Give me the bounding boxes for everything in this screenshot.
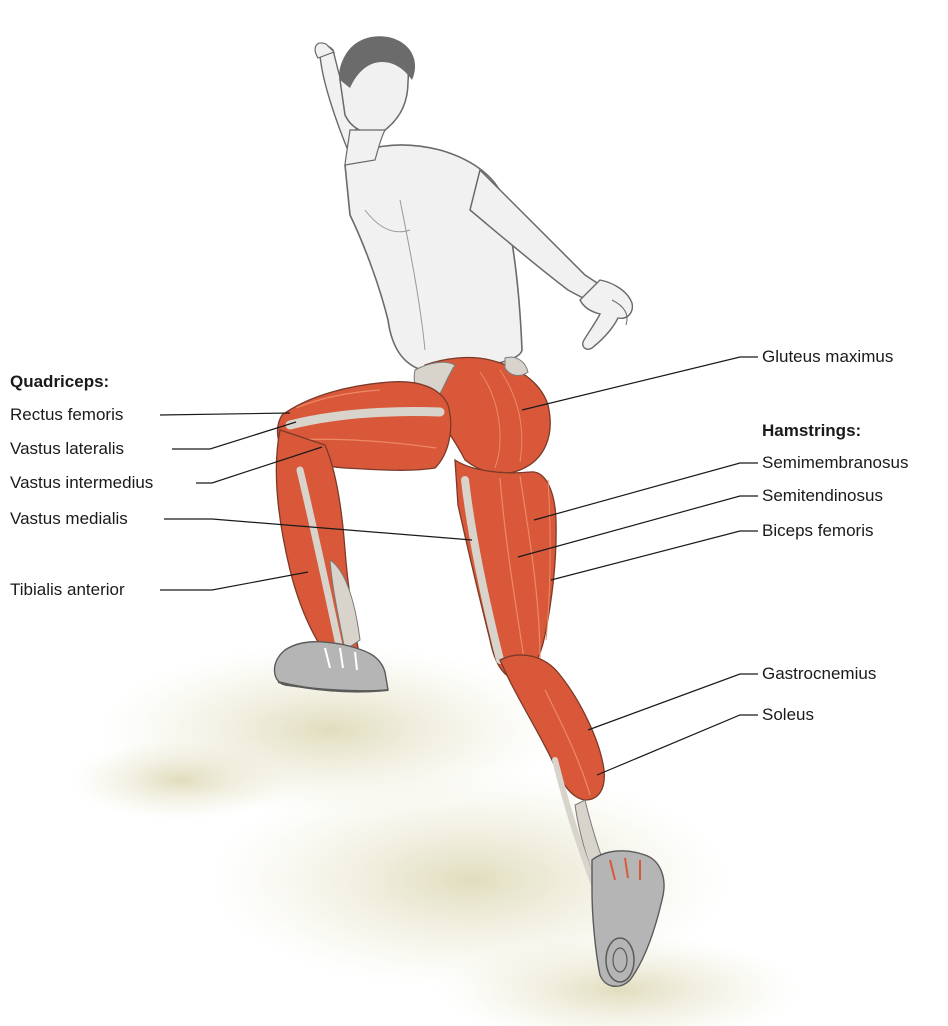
hamstrings-heading: Hamstrings:	[762, 421, 861, 441]
label-semimembranosus: Semimembranosus	[762, 453, 908, 473]
quadriceps-heading: Quadriceps:	[10, 372, 109, 392]
label-vastus-intermedius: Vastus intermedius	[10, 473, 153, 493]
leader-rectus-femoris	[160, 413, 290, 415]
torso	[345, 145, 522, 372]
leader-semimembranosus	[534, 463, 758, 520]
label-tibialis-anterior: Tibialis anterior	[10, 580, 125, 600]
leader-gluteus-maximus	[522, 357, 758, 410]
leader-tibialis-anterior	[160, 572, 308, 590]
label-biceps-femoris: Biceps femoris	[762, 521, 873, 541]
label-vastus-medialis: Vastus medialis	[10, 509, 128, 529]
grass-ground	[70, 645, 800, 1026]
label-vastus-lateralis: Vastus lateralis	[10, 439, 124, 459]
label-rectus-femoris: Rectus femoris	[10, 405, 123, 425]
label-gluteus-maximus: Gluteus maximus	[762, 347, 893, 367]
label-gastrocnemius: Gastrocnemius	[762, 664, 876, 684]
label-soleus: Soleus	[762, 705, 814, 725]
leader-biceps-femoris	[551, 531, 758, 580]
leader-gastrocnemius	[588, 674, 758, 730]
label-semitendinosus: Semitendinosus	[762, 486, 883, 506]
back-thigh	[455, 460, 556, 680]
leader-soleus	[597, 715, 758, 775]
